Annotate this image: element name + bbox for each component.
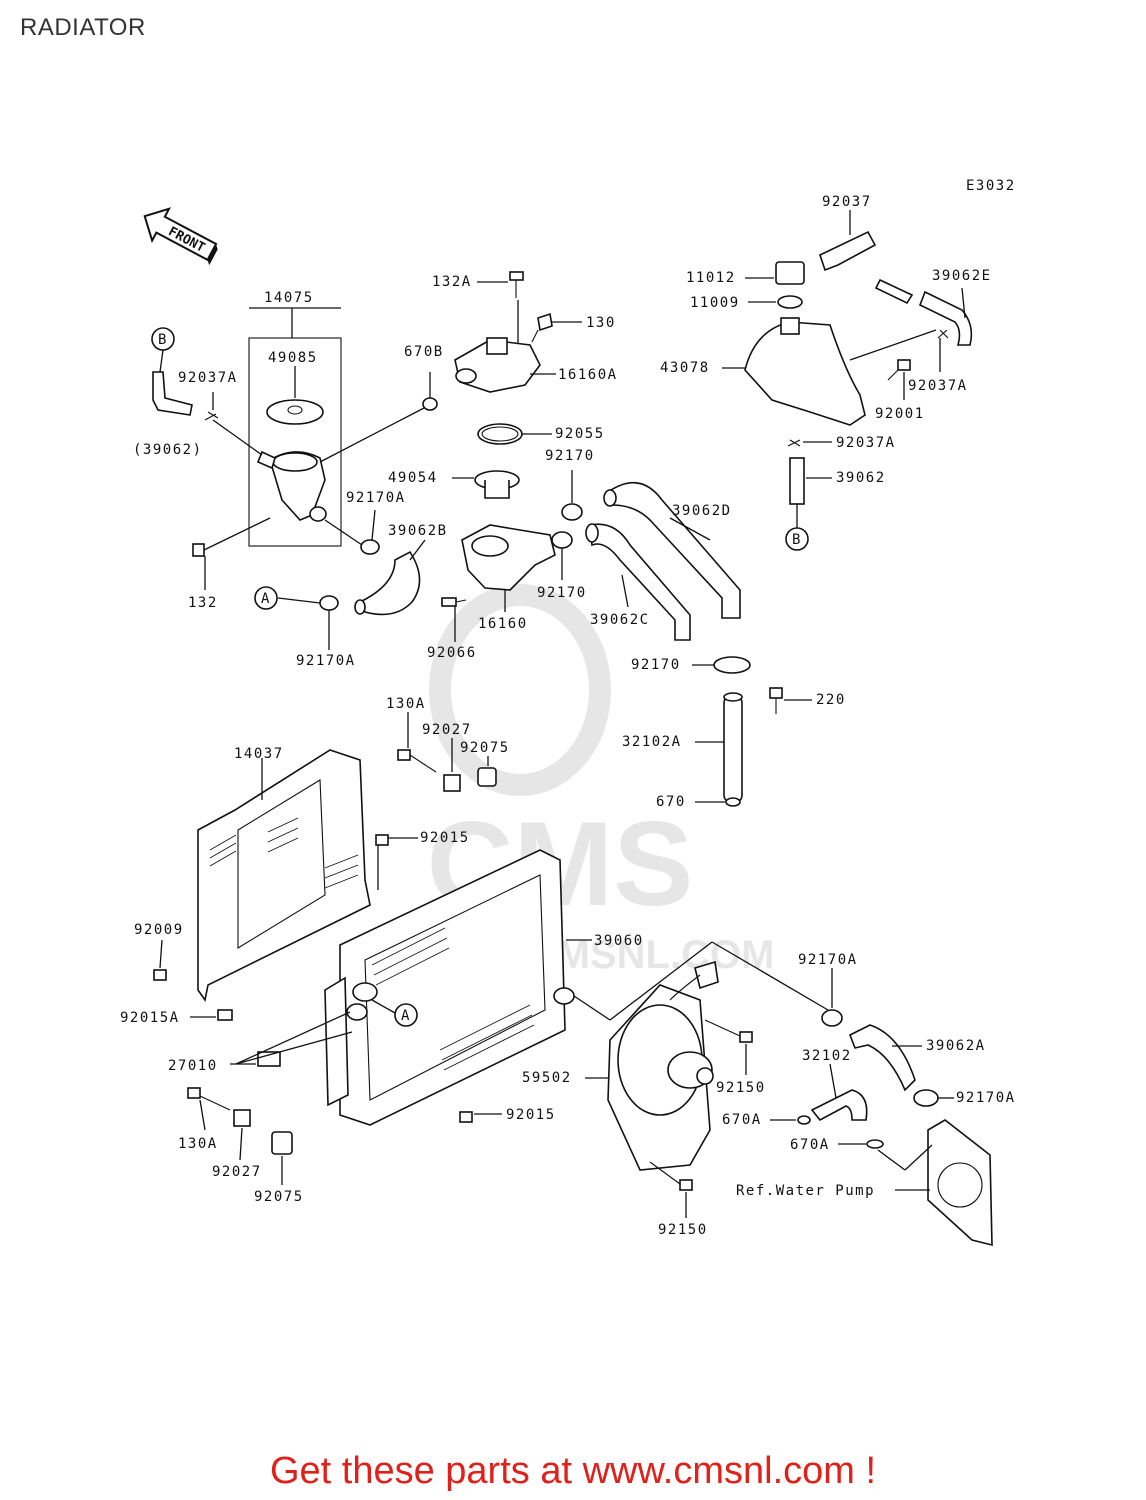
part-label: 92075	[254, 1189, 304, 1205]
pipe-group	[695, 687, 812, 807]
part-label: 92150	[716, 1080, 766, 1096]
radiator-group	[153, 712, 829, 1185]
connector-b-top: B	[151, 327, 175, 351]
part-label: 14075	[264, 290, 314, 306]
part-label: 16160A	[558, 367, 618, 383]
part-label: 92001	[875, 406, 925, 422]
part-label: 92015A	[120, 1010, 180, 1026]
part-label: 220	[816, 692, 846, 708]
connector-b-label: B	[792, 532, 802, 548]
part-label: 39062C	[590, 612, 650, 628]
part-label: 92015	[506, 1107, 556, 1123]
thermostat-group	[441, 271, 751, 674]
filler-neck-group	[152, 307, 438, 650]
part-label: 92027	[422, 722, 472, 738]
part-label: 92027	[212, 1164, 262, 1180]
part-label: 92170	[545, 448, 595, 464]
part-label: 130A	[178, 1136, 218, 1152]
part-label: 39060	[594, 933, 644, 949]
part-label: 132A	[432, 274, 472, 290]
part-label: 92170	[537, 585, 587, 601]
part-label: 49054	[388, 470, 438, 486]
part-label: 39062A	[926, 1038, 986, 1054]
part-label: 39062B	[388, 523, 448, 539]
connector-a-label: A	[401, 1008, 411, 1024]
water-pump-group	[770, 968, 993, 1247]
fan-group	[585, 960, 753, 1218]
front-arrow-icon: FRONT	[143, 207, 218, 266]
part-label: 32102	[802, 1048, 852, 1064]
connector-a-top: A	[254, 586, 278, 610]
part-label: 39062D	[672, 503, 732, 519]
connector-a-label: A	[261, 591, 271, 607]
part-label: 670B	[404, 344, 444, 360]
connector-a-bottom: A	[394, 1003, 418, 1027]
part-label: 16160	[478, 616, 528, 632]
part-label: 92170A	[798, 952, 858, 968]
part-label: 92170A	[956, 1090, 1016, 1106]
part-label: 92037	[822, 194, 872, 210]
part-label: 11009	[690, 295, 740, 311]
part-label: Ref.Water Pump	[736, 1183, 875, 1199]
part-label: 130	[586, 315, 616, 331]
part-label: 49085	[268, 350, 318, 366]
connector-b-bottom: B	[785, 527, 809, 551]
promo-footer-link[interactable]: Get these parts at www.cmsnl.com !	[269, 1450, 877, 1492]
part-label: 670	[656, 794, 686, 810]
part-label: 92055	[555, 426, 605, 442]
diagram-code: E3032	[966, 178, 1016, 194]
part-label: 92037A	[908, 378, 968, 394]
part-label: 14037	[234, 746, 284, 762]
part-label: 130A	[386, 696, 426, 712]
part-label: 670A	[722, 1112, 762, 1128]
part-label: 92037A	[178, 370, 238, 386]
part-label: 92009	[134, 922, 184, 938]
connector-b-label: B	[158, 332, 168, 348]
part-label: 92150	[658, 1222, 708, 1238]
reservoir-group	[722, 210, 973, 528]
part-label: 27010	[168, 1058, 218, 1074]
part-label: 92170	[631, 657, 681, 673]
part-label: 92075	[460, 740, 510, 756]
part-label: 39062E	[932, 268, 992, 284]
part-label: 39062	[836, 470, 886, 486]
part-label: 132	[188, 595, 218, 611]
part-label: 43078	[660, 360, 710, 376]
part-label: 92037A	[836, 435, 896, 451]
part-label: 59502	[522, 1070, 572, 1086]
part-label: 32102A	[622, 734, 682, 750]
part-label: (39062)	[133, 442, 203, 458]
part-label: 670A	[790, 1137, 830, 1153]
part-label: 92015	[420, 830, 470, 846]
part-label: 92066	[427, 645, 477, 661]
part-label: 92170A	[346, 490, 406, 506]
part-label: 11012	[686, 270, 736, 286]
part-labels: 14075 49085 92037A (39062) 132 670B 9217…	[120, 194, 1016, 1238]
part-label: 92170A	[296, 653, 356, 669]
page-title: RADIATOR	[20, 14, 146, 41]
